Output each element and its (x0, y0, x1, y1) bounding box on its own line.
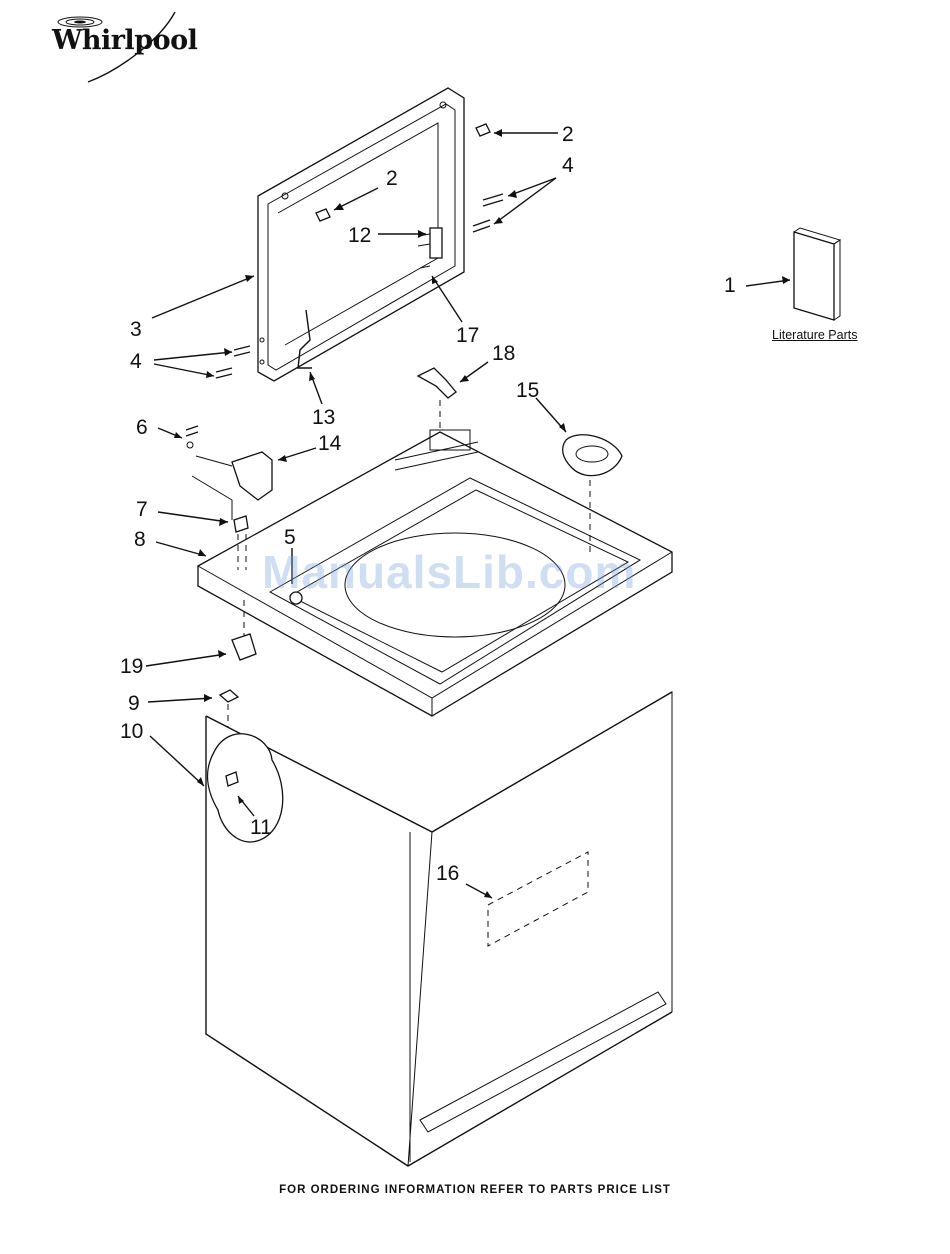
lid-switch (192, 452, 272, 520)
callout-18: 18 (492, 342, 515, 365)
callout-8: 8 (134, 528, 146, 551)
callout-15: 15 (516, 379, 539, 402)
callout-17: 17 (456, 324, 479, 347)
callout-2b: 2 (386, 167, 398, 190)
literature-booklet (794, 228, 840, 320)
callout-11: 11 (250, 816, 272, 839)
callout-1: 1 (724, 274, 736, 297)
callout-3: 3 (130, 318, 142, 341)
callout-13: 13 (312, 406, 335, 429)
cabinet (206, 692, 672, 1166)
callout-2a: 2 (562, 123, 574, 146)
callout-9: 9 (128, 692, 140, 715)
watermark: ManualsLib.com (262, 545, 636, 599)
callout-16: 16 (436, 862, 459, 885)
callout-19: 19 (120, 655, 143, 678)
hose-clip (418, 368, 456, 430)
literature-parts-label: Literature Parts (772, 328, 857, 342)
callout-4b: 4 (130, 350, 142, 373)
callout-10: 10 (120, 720, 143, 743)
callout-14: 14 (318, 432, 342, 455)
callout-6: 6 (136, 416, 148, 439)
callout-7: 7 (136, 498, 148, 521)
callout-4a: 4 (562, 154, 574, 177)
footer-note: FOR ORDERING INFORMATION REFER TO PARTS … (0, 1184, 950, 1196)
callout-12: 12 (348, 224, 371, 247)
